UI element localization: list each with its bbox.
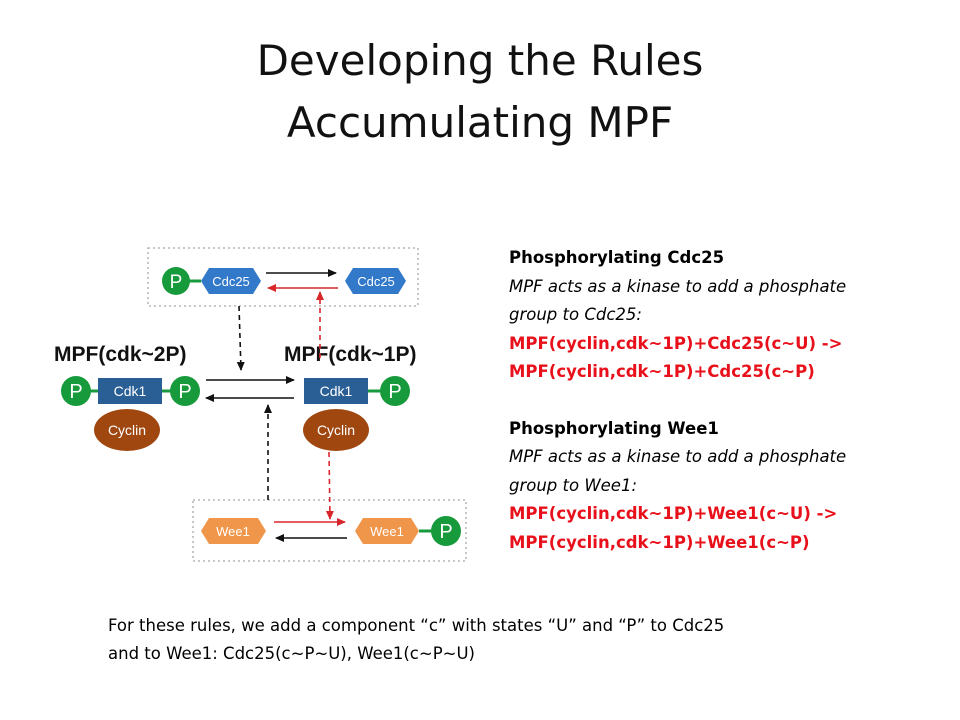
wee1-protein-left: Wee1 <box>201 518 266 544</box>
wee1-protein-right: Wee1 <box>355 518 432 544</box>
cdc25-protein-right: Cdc25 <box>345 268 406 294</box>
rules-panel: Phosphorylating Cdc25 MPF acts as a kina… <box>509 244 929 557</box>
wee1-heading: Phosphorylating Wee1 <box>509 418 719 438</box>
svg-text:Wee1: Wee1 <box>370 524 404 539</box>
svg-text:Cyclin: Cyclin <box>108 422 146 438</box>
cdc25-desc-line2: group to Cdc25: <box>509 305 642 324</box>
mpf-cdk-2p-label: MPF(cdk~2P) <box>54 343 186 366</box>
mpf-left-complex: P Cdk1 P Cyclin <box>61 376 200 451</box>
footer-line1: For these rules, we add a component “c” … <box>108 616 725 635</box>
wee1-desc-line1: MPF acts as a kinase to add a phosphate <box>509 447 847 466</box>
wee1-desc-line2: group to Wee1: <box>509 475 638 495</box>
wee1-rule-line1: MPF(cyclin,cdk~1P)+Wee1(c~U) -> <box>509 504 838 523</box>
svg-text:P: P <box>439 521 452 543</box>
svg-text:Wee1: Wee1 <box>216 524 250 539</box>
cdc25-to-mpf-dashed-arrow <box>236 305 245 371</box>
slide-title-line1: Developing the Rules <box>256 36 704 85</box>
slide-title-line2: Accumulating MPF <box>286 98 674 147</box>
cdc25-protein-left: Cdc25 <box>201 268 261 294</box>
phospho-cdc25-left: P <box>162 267 201 295</box>
mpf-right-complex: Cdk1 P Cyclin <box>303 376 410 451</box>
svg-text:Cdk1: Cdk1 <box>320 383 353 399</box>
svg-text:Cdk1: Cdk1 <box>114 383 147 399</box>
svg-text:Cyclin: Cyclin <box>317 422 355 438</box>
svg-text:P: P <box>178 381 191 403</box>
footer-line2: and to Wee1: Cdc25(c~P~U), Wee1(c~P~U) <box>108 644 475 663</box>
phosphate-label: P <box>170 272 183 293</box>
cdc25-rule-line2: MPF(cyclin,cdk~1P)+Cdc25(c~P) <box>509 362 815 381</box>
wee1-rule-line2: MPF(cyclin,cdk~1P)+Wee1(c~P) <box>509 532 810 552</box>
svg-text:P: P <box>388 381 401 403</box>
svg-text:P: P <box>69 381 82 403</box>
cdc25-box <box>147 247 419 307</box>
svg-text:Cdc25: Cdc25 <box>212 274 250 289</box>
cdc25-heading: Phosphorylating Cdc25 <box>509 248 725 267</box>
mpf-cdk-1p-label: MPF(cdk~1P) <box>284 343 416 366</box>
cdc25-desc-line1: MPF acts as a kinase to add a phosphate <box>509 276 847 296</box>
cdc25-rule-line1: MPF(cyclin,cdk~1P)+Cdc25(c~U) -> <box>509 333 843 353</box>
phospho-wee1-right: P <box>431 516 461 546</box>
footer-note: For these rules, we add a component “c” … <box>108 612 908 668</box>
mpf-to-wee1-dashed-arrow <box>325 451 334 520</box>
svg-text:Cdc25: Cdc25 <box>357 274 395 289</box>
